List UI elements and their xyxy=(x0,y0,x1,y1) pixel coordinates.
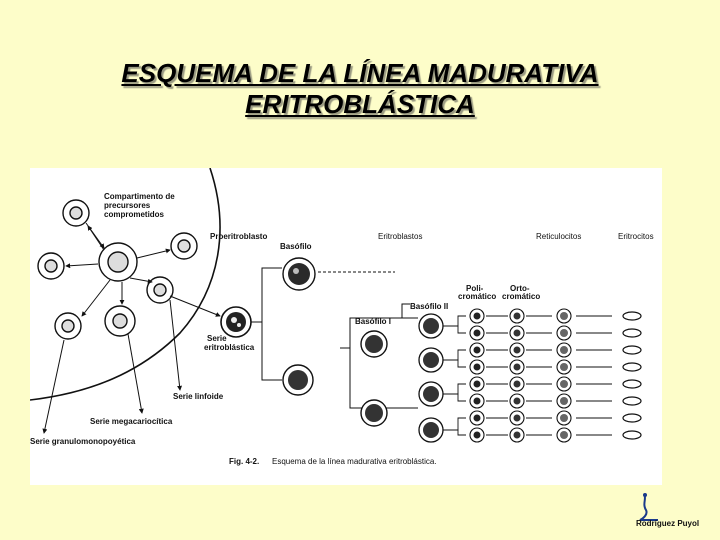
diagram-canvas: Compartimento de precursores comprometid… xyxy=(30,168,654,466)
precursor-cell xyxy=(54,312,82,340)
basophil-i-cell xyxy=(360,330,388,358)
column-branch xyxy=(443,417,466,431)
basophil-ii-cell xyxy=(418,417,444,443)
caption-text: Esquema de la línea madurativa eritroblá… xyxy=(272,457,437,466)
orthochromatic-label-line-2: cromático xyxy=(502,292,540,301)
polychromatic-cell xyxy=(469,359,485,375)
reticulocyte-cell xyxy=(556,393,572,409)
lineage-arrows xyxy=(42,222,221,434)
compartment-label-line-1: Compartimento de xyxy=(104,192,175,201)
polychromatic-cell xyxy=(469,376,485,392)
reticulocyte-cell xyxy=(556,376,572,392)
orthochromatic-cell xyxy=(509,376,525,392)
precursor-cell xyxy=(37,252,65,280)
reticulocyte-cell xyxy=(556,342,572,358)
maturation-columns xyxy=(469,308,642,443)
author-name: Rodríguez Puyol xyxy=(636,519,700,528)
orthochromatic-cell xyxy=(509,325,525,341)
orthochromatic-cell xyxy=(509,342,525,358)
reticulocyte-cell xyxy=(556,325,572,341)
title-line-2: ERITROBLÁSTICA xyxy=(245,89,475,119)
slide-title: ESQUEMA DE LA LÍNEA MADURATIVA ERITROBLÁ… xyxy=(0,58,720,120)
basophil-i-cells xyxy=(282,330,388,427)
basophil-ii-cell xyxy=(418,347,444,373)
compartment-boundary xyxy=(30,168,221,401)
erythrocyte-cell xyxy=(622,413,642,423)
erythroid-maturation-diagram: Compartimento de precursores comprometid… xyxy=(30,168,662,485)
granulomonopoietic-series-label: Serie granulomonopoyética xyxy=(30,437,136,446)
basophil-ii-cells xyxy=(418,313,444,443)
caption-number: Fig. 4-2. xyxy=(229,457,259,466)
precursor-cell xyxy=(170,232,198,260)
erythrocyte-cell xyxy=(622,379,642,389)
title-line-1: ESQUEMA DE LA LÍNEA MADURATIVA xyxy=(121,58,599,88)
precursor-cell xyxy=(98,242,138,282)
orthochromatic-cell xyxy=(509,427,525,443)
column-branch xyxy=(443,393,466,402)
orthochromatic-cell xyxy=(509,410,525,426)
column-branch xyxy=(443,325,466,334)
polychromatic-cell xyxy=(469,427,485,443)
precursor-cell xyxy=(146,276,174,304)
reticulocyte-cell xyxy=(556,410,572,426)
proerythroblast-label: Proeritroblasto xyxy=(210,232,267,241)
orthochromatic-cell xyxy=(509,393,525,409)
polychromatic-cell xyxy=(469,393,485,409)
column-branch xyxy=(443,383,466,395)
erythrocyte-cell xyxy=(622,430,642,440)
column-branch xyxy=(443,359,466,368)
precursor-cell xyxy=(62,199,90,227)
polychromatic-cell xyxy=(469,342,485,358)
polychromatic-label-line-1: Poli- xyxy=(466,284,484,293)
polychromatic-cell xyxy=(469,410,485,426)
compartment-label-line-2: precursores xyxy=(104,201,151,210)
reticulocytes-label: Reticulocitos xyxy=(536,232,581,241)
column-branches xyxy=(443,315,612,436)
reticulocyte-cell xyxy=(556,359,572,375)
polychromatic-label-line-2: cromático xyxy=(458,292,496,301)
basophil-ii-label: Basófilo II xyxy=(410,302,448,311)
precursor-cells xyxy=(37,199,198,340)
reticulocyte-cell xyxy=(556,427,572,443)
basophil-label: Basófilo xyxy=(280,242,312,251)
basophil-i-cell xyxy=(360,399,388,427)
proerythroblast-cell xyxy=(220,306,252,338)
polychromatic-cell xyxy=(469,308,485,324)
erythrocyte-cell xyxy=(622,311,642,321)
series-label-line-2: eritroblástica xyxy=(204,343,255,352)
maturation-tree xyxy=(251,267,418,409)
lymphoid-series-label: Serie linfoide xyxy=(173,392,224,401)
erythrocyte-cell xyxy=(622,362,642,372)
author-logo-icon xyxy=(639,493,658,521)
orthochromatic-cell xyxy=(509,308,525,324)
erythrocytes-label: Eritrocitos xyxy=(618,232,654,241)
erythrocyte-cell xyxy=(622,345,642,355)
series-label-line-1: Serie xyxy=(207,334,227,343)
basophil-ii-cell xyxy=(418,313,444,339)
orthochromatic-cell xyxy=(509,359,525,375)
basophil-ii-cell xyxy=(418,381,444,407)
megakaryocytic-series-label: Serie megacariocítica xyxy=(90,417,173,426)
column-branch xyxy=(443,349,466,361)
orthochromatic-label-line-1: Orto- xyxy=(510,284,530,293)
compartment-label-line-3: comprometidos xyxy=(104,210,165,219)
erythrocyte-cell xyxy=(622,328,642,338)
basophil-i-cell xyxy=(282,364,314,396)
column-branch xyxy=(443,429,466,436)
erythroblasts-label: Eritroblastos xyxy=(378,232,422,241)
reticulocyte-cell xyxy=(556,308,572,324)
erythrocyte-cell xyxy=(622,396,642,406)
polychromatic-cell xyxy=(469,325,485,341)
basophil-top-cell xyxy=(282,257,316,291)
basophil-i-label: Basófilo I xyxy=(355,317,391,326)
precursor-cell xyxy=(104,305,136,337)
column-branch xyxy=(443,315,466,327)
